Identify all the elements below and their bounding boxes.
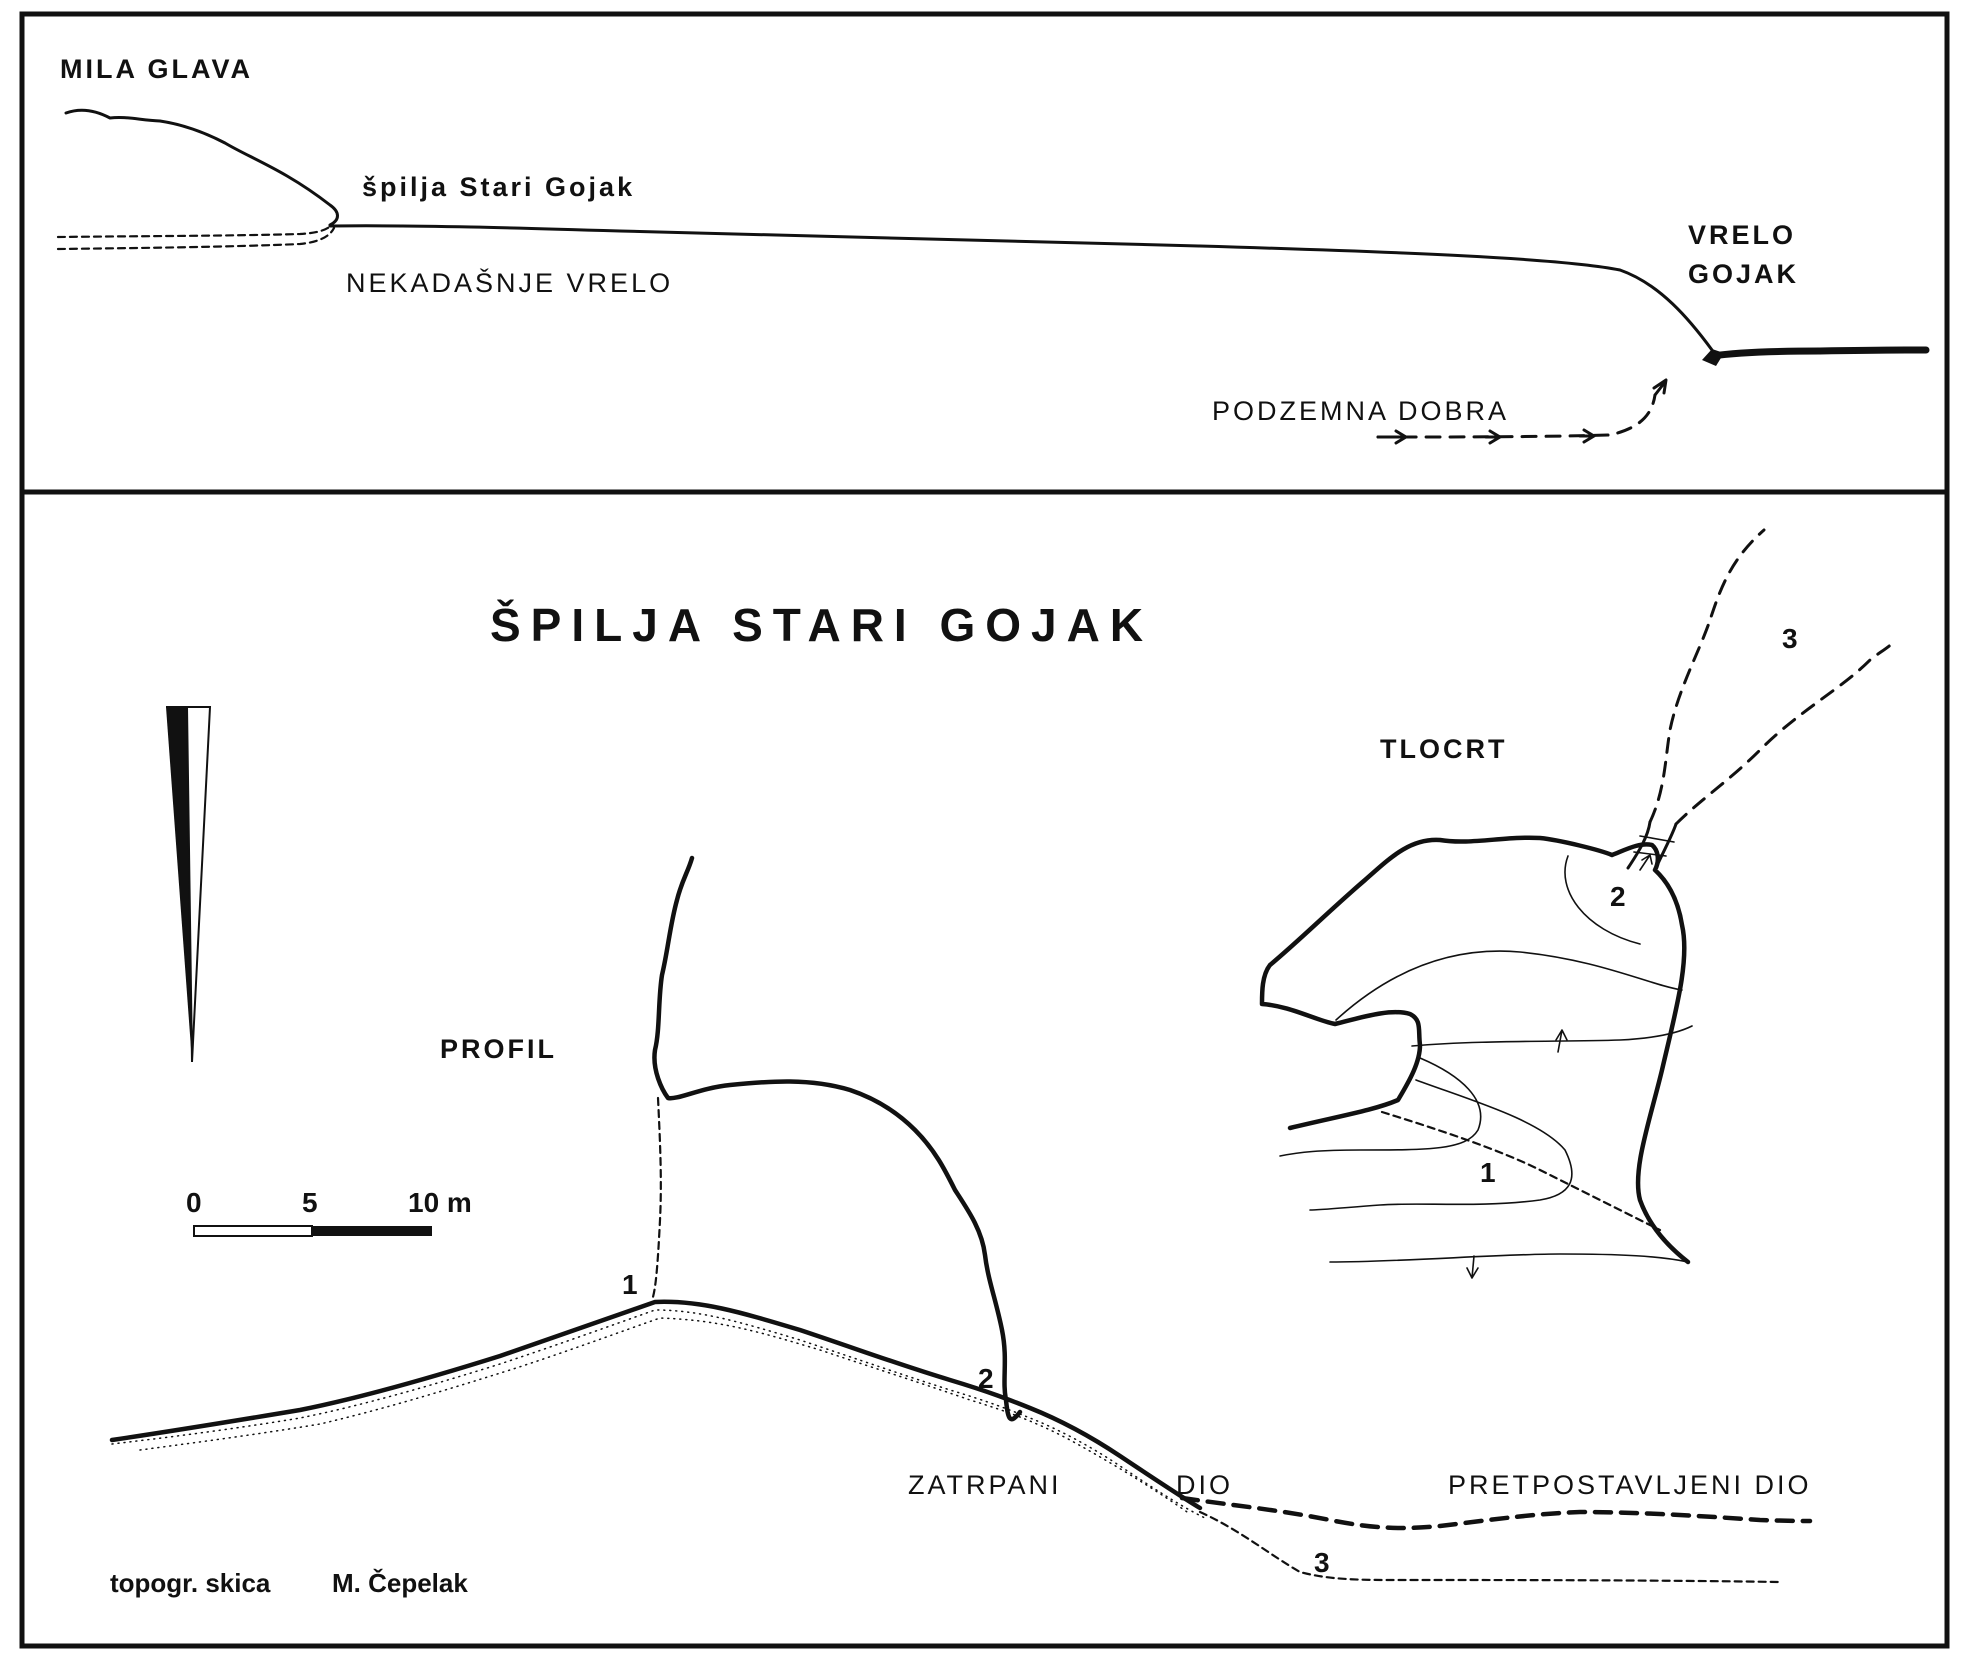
filled-part-label-a: ZATRPANI (908, 1470, 1062, 1500)
profile-ground-surface (109, 1299, 1203, 1511)
underground-flow-line (1376, 393, 1657, 439)
profile-label: PROFIL (440, 1034, 557, 1064)
regional-section: MILA GLAVA špilja Stari Gojak NEKADAŠNJE… (56, 54, 1930, 445)
plan-passage-3a (1648, 528, 1766, 824)
assumed-passage-upper (1179, 1495, 1813, 1531)
profile-ground-stipple (111, 1309, 1206, 1519)
plan-axis-dashed (1380, 1110, 1662, 1232)
profile-cave-outline (652, 855, 1023, 1422)
profile-shaft-dashed (650, 1096, 662, 1302)
assumed-part-label: PRETPOSTAVLJENI DIO (1448, 1470, 1812, 1500)
scale-tick-5: 5 (302, 1187, 318, 1218)
scale-tick-0: 0 (186, 1187, 202, 1218)
plan-contour-6 (1329, 1253, 1689, 1263)
plan-neck-rung-2 (1633, 851, 1667, 857)
spring-label-line2: GOJAK (1688, 259, 1799, 289)
plan-neck-rung-1 (1639, 835, 1675, 843)
plan-point-1: 1 (1480, 1157, 1496, 1188)
mila-glava-hill-outline (64, 108, 339, 227)
plan-contour-1 (1564, 855, 1641, 945)
plan-contour-3 (1411, 1025, 1693, 1047)
cave-plan: TLOCRT 3 2 1 (1259, 528, 1898, 1279)
credit-left: topogr. skica (110, 1568, 271, 1598)
plan-point-2: 2 (1610, 881, 1626, 912)
plan-neck-right (1653, 822, 1678, 872)
plan-passage-3b (1674, 638, 1898, 826)
profile-point-1: 1 (622, 1269, 638, 1300)
assumed-passage-lower (1198, 1510, 1782, 1584)
plan-neck-left (1626, 820, 1652, 870)
underground-label: PODZEMNA DOBRA (1212, 396, 1509, 426)
profile-point-2: 2 (978, 1363, 994, 1394)
plan-label: TLOCRT (1380, 734, 1507, 764)
plan-contour-5 (1309, 1079, 1573, 1211)
filled-part-label-b: DIO (1176, 1470, 1233, 1500)
scale-tick-10: 10 m (408, 1187, 472, 1218)
river-line (1708, 346, 1930, 360)
outer-frame (19, 11, 1950, 1649)
flow-arrow-icon (1376, 378, 1668, 445)
former-spring-label: NEKADAŠNJE VRELO (346, 267, 673, 298)
scale-bar: 0 5 10 m (186, 1187, 472, 1237)
north-arrow-icon (166, 706, 212, 1063)
mila-glava-label: MILA GLAVA (60, 54, 253, 84)
surface-line (328, 224, 1714, 352)
profile-ground-stipple-2 (139, 1317, 1191, 1515)
credit-right: M. Čepelak (332, 1568, 468, 1598)
cave-label: špilja Stari Gojak (362, 172, 635, 202)
plan-point-3: 3 (1782, 623, 1798, 654)
former-spring-channel-lower (56, 226, 336, 251)
profile-point-3: 3 (1314, 1547, 1330, 1578)
former-spring-channel-upper (56, 223, 334, 239)
spring-label-line1: VRELO (1688, 220, 1796, 250)
plan-outline (1259, 835, 1691, 1265)
plan-contour-4 (1279, 1057, 1482, 1157)
main-title: ŠPILJA STARI GOJAK (490, 599, 1153, 651)
cave-profile: PROFIL 1 2 3 ZATRPANI DIO PRETPOSTAVLJEN… (109, 855, 1813, 1584)
flow-arrow-icon (1466, 854, 1653, 1279)
plan-contour-2 (1335, 950, 1683, 1021)
